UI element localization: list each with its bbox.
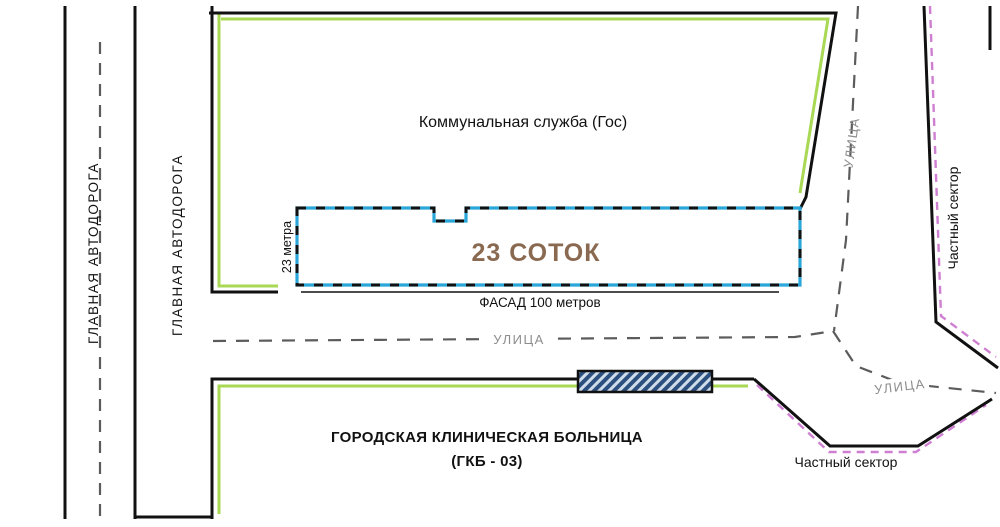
- main-road-label-2: ГЛАВНАЯ АВТОДОРОГА: [170, 154, 185, 336]
- street-center-label-bg: [487, 329, 551, 348]
- hospital-label-2: (ГКБ - 03): [451, 453, 522, 470]
- plot-area-label: 23 СОТОК: [472, 239, 601, 267]
- streets: УЛИЦА УЛИЦА УЛИЦА: [212, 5, 997, 399]
- private-top-label: Частный сектор: [945, 166, 961, 269]
- private-sector-top: Частный сектор: [922, 5, 999, 370]
- private-bottom-outline: [753, 377, 993, 448]
- facade-label: ФАСАД 100 метров: [479, 295, 600, 310]
- main-road: ГЛАВНАЯ АВТОДОРОГА ГЛАВНАЯ АВТОДОРОГА: [63, 6, 213, 521]
- hospital-outline: [210, 377, 754, 519]
- street-center-label: УЛИЦА: [493, 332, 545, 347]
- communal-label: Коммунальная служба (Гос): [419, 114, 627, 131]
- hospital-area: ГОРОДСКАЯ КЛИНИЧЕСКАЯ БОЛЬНИЦА (ГКБ - 03…: [210, 377, 754, 519]
- plot-border-dashed: [295, 206, 802, 287]
- street-corner-label: УЛИЦА: [873, 376, 926, 397]
- street-center-line: [212, 329, 834, 343]
- street-side-label: УЛИЦА: [841, 116, 863, 169]
- private-bottom-label: Частный сектор: [795, 454, 898, 470]
- communal-area: Коммунальная служба (Гос): [209, 6, 838, 294]
- hospital-green: [217, 384, 748, 514]
- private-bottom-pink-boundary: [756, 384, 987, 454]
- communal-outline-left: [210, 6, 278, 294]
- plot: 23 СОТОК 23 метра ФАСАД 100 метров: [280, 206, 802, 310]
- communal-outline-top: [209, 11, 838, 210]
- communal-green-left: [217, 12, 278, 288]
- communal-green-top: [221, 17, 830, 194]
- street-corner-label-bg: [870, 374, 930, 399]
- private-top-pink-boundary: [928, 5, 997, 358]
- hospital-label-1: ГОРОДСКАЯ КЛИНИЧЕСКАЯ БОЛЬНИЦА: [331, 429, 643, 446]
- private-sector-bottom: Частный сектор: [753, 377, 993, 470]
- hatched-structure: [576, 369, 714, 394]
- plot-depth-label: 23 метра: [280, 221, 294, 273]
- street-side-line: [832, 5, 860, 332]
- street-corner-label-group: УЛИЦА: [870, 374, 930, 399]
- private-top-outline: [922, 5, 999, 370]
- main-road-label-1: ГЛАВНАЯ АВТОДОРОГА: [86, 162, 101, 344]
